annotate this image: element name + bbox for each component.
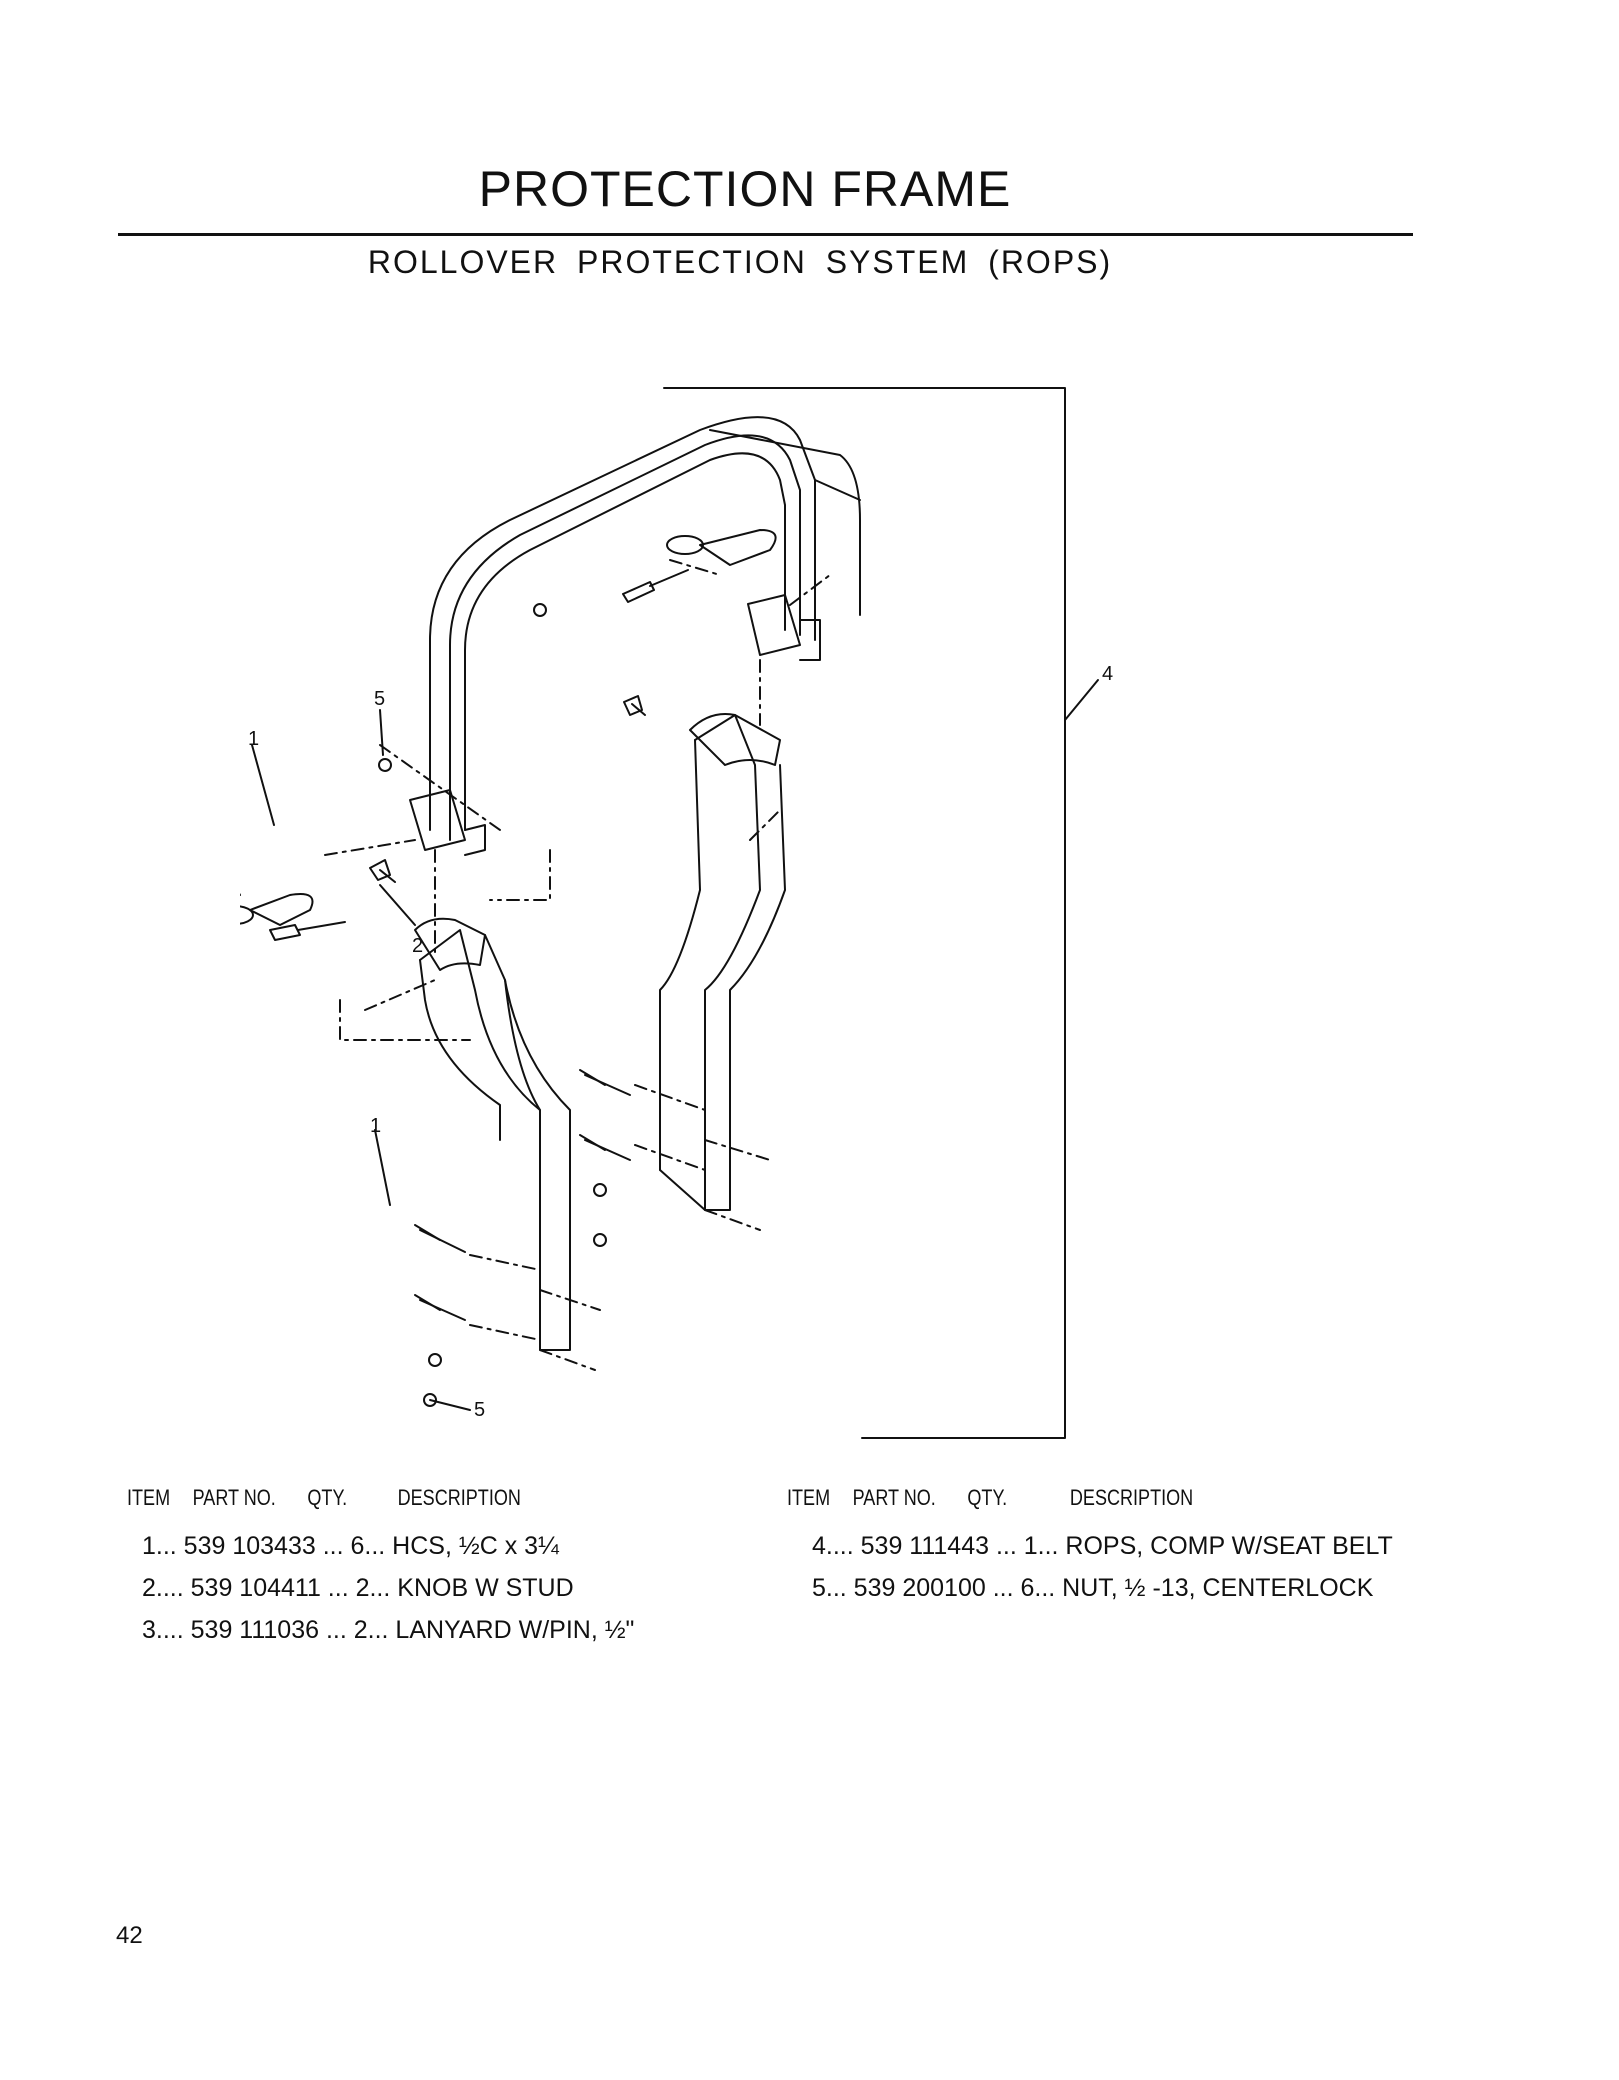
callout-4: 4 [1102, 663, 1113, 685]
parts-table-left: ITEM PART NO. QTY. DESCRIPTION 1... 539 … [127, 1485, 634, 1651]
col-part-no: PART NO. [192, 1485, 276, 1510]
callout-1: 1 [248, 728, 259, 750]
col-item: ITEM [787, 1485, 831, 1510]
parts-row-2: 2.... 539 104411 ... 2... KNOB W STUD [142, 1574, 574, 1602]
col-part-no: PART NO. [852, 1485, 936, 1510]
callout-5: 5 [474, 1399, 485, 1421]
right-upper-bracket [747, 594, 801, 656]
right-lower-leg [694, 714, 786, 1211]
centerlock-nuts [378, 603, 607, 1407]
hcs-bolts [269, 569, 689, 1321]
parts-table-header: ITEM PART NO. QTY. DESCRIPTION [787, 1485, 1284, 1511]
parts-table-right: ITEM PART NO. QTY. DESCRIPTION 4.... 539… [787, 1485, 1393, 1609]
page-title: PROTECTION FRAME [478, 161, 1012, 217]
parts-table-header: ITEM PART NO. QTY. DESCRIPTION [127, 1485, 543, 1511]
item-4-bracket [663, 387, 1066, 1439]
title-rule [118, 233, 1413, 236]
col-description: DESCRIPTION [1069, 1485, 1194, 1510]
lanyard-pins [240, 529, 777, 926]
callout-5: 5 [374, 688, 385, 710]
left-upper-bracket [409, 789, 466, 851]
parts-row-1: 1... 539 103433 ... 6... HCS, ½C x 3¼ [142, 1532, 559, 1560]
col-description: DESCRIPTION [397, 1485, 521, 1510]
knob-studs [369, 695, 646, 883]
col-qty: QTY. [307, 1485, 348, 1510]
item-4-leader [1064, 679, 1099, 721]
parts-row-3: 3.... 539 111036 ... 2... LANYARD W/PIN,… [142, 1616, 635, 1644]
col-item: ITEM [127, 1485, 171, 1510]
page-number: 42 [116, 1922, 143, 1949]
upper-hoop [429, 416, 816, 831]
callout-1: 1 [370, 1115, 381, 1137]
col-qty: QTY. [967, 1485, 1008, 1510]
left-lower-leg [419, 929, 571, 1351]
page-subtitle: ROLLOVER PROTECTION SYSTEM (ROPS) [367, 244, 1113, 280]
callout-2: 2 [412, 935, 423, 957]
parts-row-5: 5... 539 200100 ... 6... NUT, ½ -13, CEN… [812, 1574, 1374, 1602]
rops-exploded-diagram: 1 2 3 4 5 1 5 [240, 387, 1113, 1439]
parts-row-4: 4.... 539 111443 ... 1... ROPS, COMP W/S… [812, 1532, 1393, 1560]
